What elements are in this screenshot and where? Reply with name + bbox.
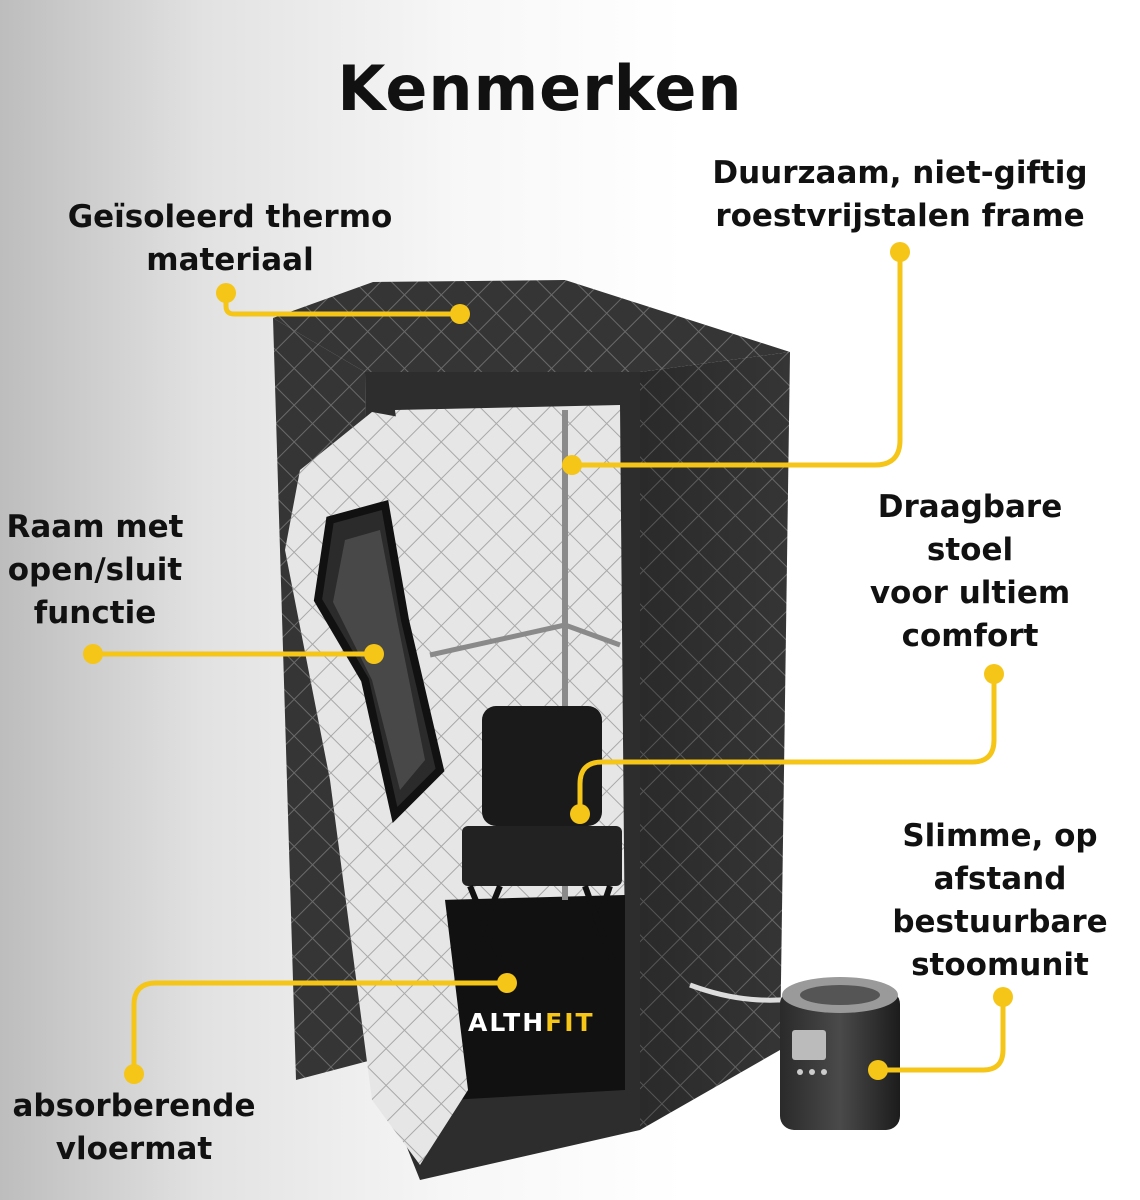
callout-dot-steamer-start xyxy=(993,987,1013,1007)
callout-dot-chair-start xyxy=(984,664,1004,684)
feature-steamer-label: Slimme, op afstand bestuurbare stoomunit xyxy=(892,818,1108,983)
callout-dot-chair-end xyxy=(570,804,590,824)
callout-dot-window-end xyxy=(364,644,384,664)
feature-insulation-label: Geïsoleerd thermo materiaal xyxy=(67,199,393,278)
callout-dot-frame-end xyxy=(562,455,582,475)
page-title: Kenmerken xyxy=(337,52,743,125)
callout-line-floormat xyxy=(131,980,510,1077)
callout-line-frame xyxy=(569,249,903,468)
callout-dot-insulation-start xyxy=(216,283,236,303)
floor-mat xyxy=(440,895,625,1100)
callout-dot-insulation-end xyxy=(450,304,470,324)
feature-floormat-label: absorberende vloermat xyxy=(12,1088,256,1167)
callout-dot-steamer-end xyxy=(868,1060,888,1080)
callout-dot-window-start xyxy=(83,644,103,664)
callout-line-insulation xyxy=(223,290,463,317)
tent-roof xyxy=(273,280,790,372)
callout-dot-frame-start xyxy=(890,242,910,262)
callout-line-steamer xyxy=(875,994,1006,1073)
feature-chair-label: Draagbare stoel voor ultiem comfort xyxy=(869,489,1071,654)
callout-line-chair xyxy=(577,671,997,817)
sauna-tent xyxy=(273,280,790,1180)
brand-logo: ALTHFIT xyxy=(468,1008,595,1037)
folding-chair xyxy=(462,706,622,962)
feature-window-label: Raam met open/sluit functie xyxy=(6,509,184,631)
callout-dot-floormat-end xyxy=(124,1064,144,1084)
callout-dot-floormat-start xyxy=(497,973,517,993)
steamer-display xyxy=(792,1030,826,1060)
steam-unit xyxy=(689,977,900,1130)
feature-frame-label: Duurzaam, niet-giftig roestvrijstalen fr… xyxy=(712,155,1088,234)
